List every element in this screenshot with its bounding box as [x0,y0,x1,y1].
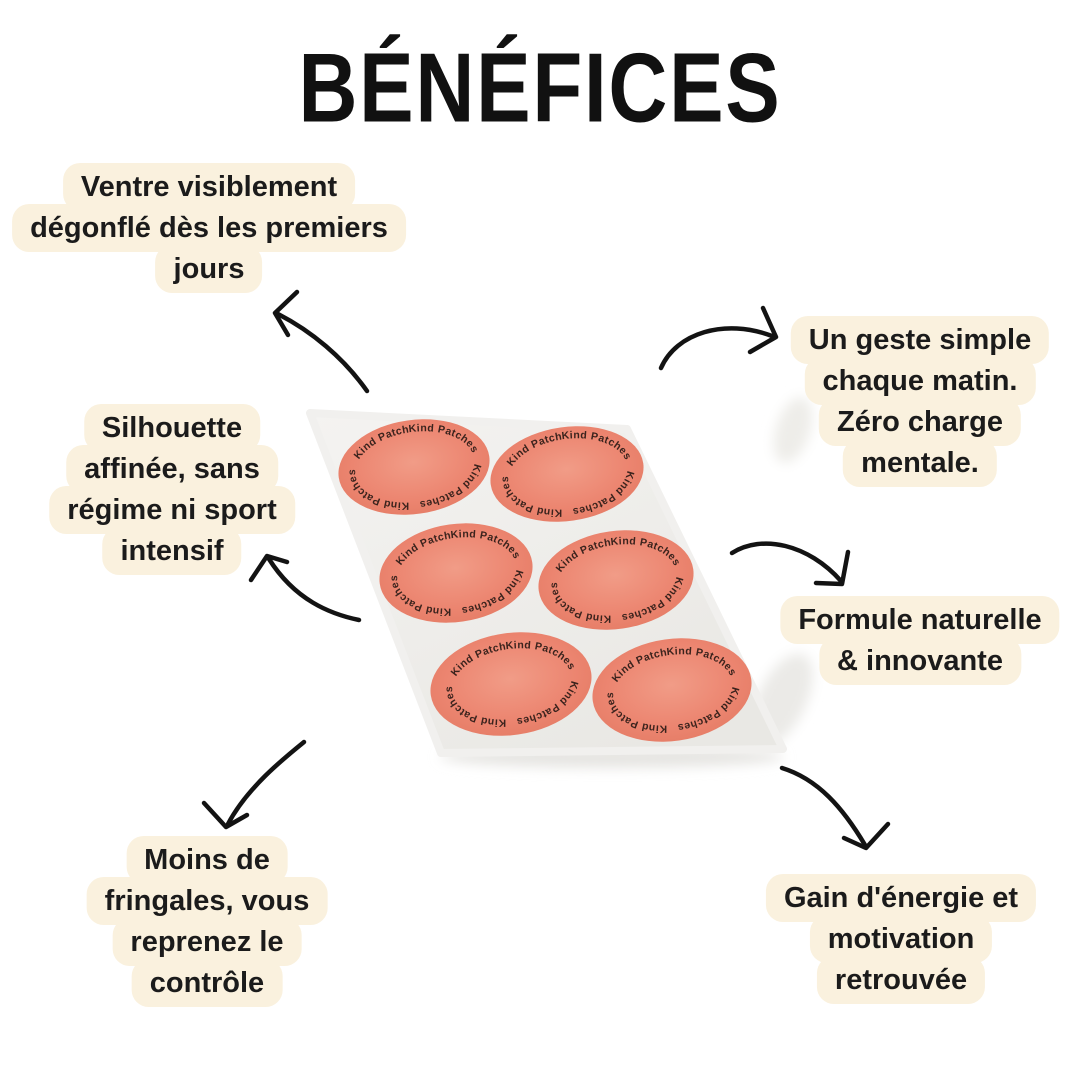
patch-1: Kind Patches Kind Patches Kind Patches K… [338,414,490,520]
callout-line: Zéro charge [819,398,1021,446]
arrow-to-top-right-icon [658,305,779,371]
callout-top-right: Un geste simple chaque matin. Zéro charg… [790,316,1050,487]
patch-4: Kind Patches Kind Patches Kind Patches K… [538,527,694,633]
arrow-to-bottom-right-icon [779,765,891,851]
callout-mid-right: Formule naturelle & innovante [780,596,1060,685]
callout-line: régime ni sport [49,486,295,534]
callout-bottom-left: Moins de fringales, vous reprenez le con… [86,836,328,1007]
callout-line: retrouvée [816,956,986,1004]
arrow-to-top-left-icon [272,289,370,394]
callout-line: Un geste simple [790,316,1050,364]
callout-mid-left: Silhouette affinée, sans régime ni sport… [49,404,295,575]
callout-line: Ventre visiblement [62,163,356,211]
callout-line: Moins de [126,836,288,884]
patch-5: Kind Patches Kind Patches Kind Patches K… [430,631,592,737]
callout-top-left: Ventre visiblement dégonflé dès les prem… [12,163,406,293]
arrow-to-bottom-left-icon [201,739,307,830]
callout-line: jours [155,245,263,293]
callout-line: contrôle [131,959,283,1007]
patch-6: Kind Patches Kind Patches Kind Patches K… [592,637,752,743]
callout-bottom-right: Gain d'énergie et motivation retrouvée [765,874,1037,1004]
callout-line: mentale. [843,439,997,487]
callout-line: fringales, vous [86,877,328,925]
page-title: BÉNÉFICES [298,32,782,144]
callout-line: affinée, sans [66,445,278,493]
arrow-to-mid-left-icon [248,553,362,623]
callout-line: chaque matin. [804,357,1036,405]
arrow-to-mid-right-icon [729,541,851,587]
callout-line: dégonflé dès les premiers [12,204,406,252]
callout-line: reprenez le [112,918,302,966]
callout-line: Silhouette [83,404,261,452]
callout-line: Gain d'énergie et [765,874,1037,922]
callout-line: motivation [809,915,993,963]
callout-line: & innovante [819,637,1021,685]
callout-line: Formule naturelle [780,596,1060,644]
callout-line: intensif [102,527,242,575]
